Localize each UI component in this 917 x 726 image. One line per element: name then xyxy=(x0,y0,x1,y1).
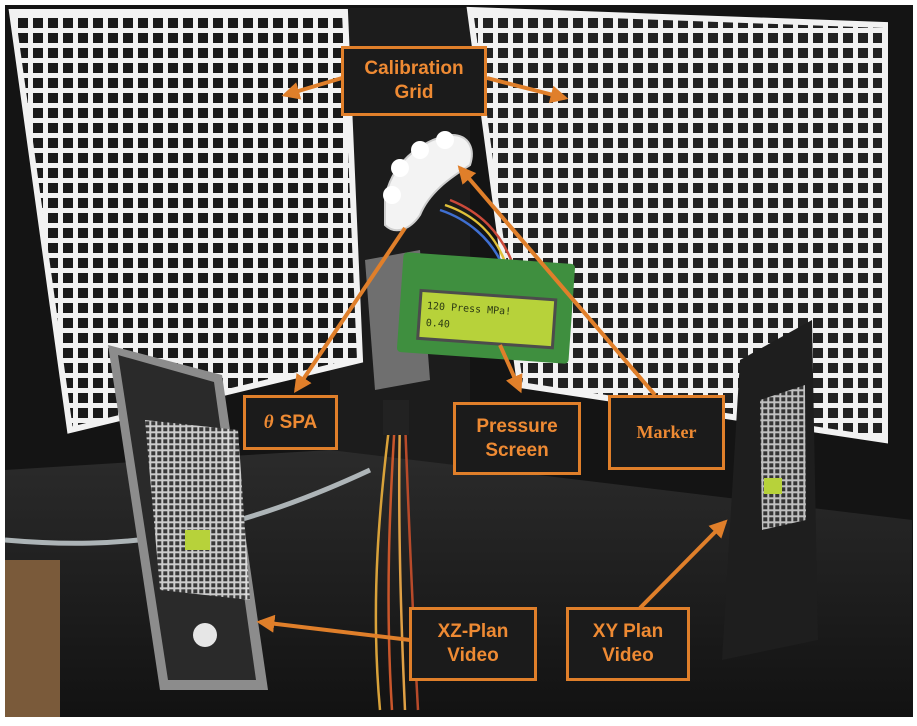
pressure-screen-line1: Pressure xyxy=(476,415,558,437)
calibration-grid-label-line1: Calibration xyxy=(364,58,464,80)
pressure-screen-line2: Screen xyxy=(485,439,549,461)
lcd-line-2: 0.40 xyxy=(425,318,450,331)
marker-text: Marker xyxy=(636,422,697,443)
xy-plan-video-line1: XY Plan xyxy=(592,621,664,643)
xz-plan-video-label: XZ-Plan Video xyxy=(409,607,537,681)
pressure-screen-label: Pressure Screen xyxy=(453,402,581,475)
xy-plan-video-label: XY Plan Video xyxy=(566,607,690,681)
marker-label: Marker xyxy=(608,395,725,470)
annotation-arrows xyxy=(256,76,728,642)
xy-plan-video-line2: Video xyxy=(602,645,654,666)
wood-table xyxy=(5,560,60,717)
xz-plan-video-line2: Video xyxy=(447,645,499,666)
phone-right-grid xyxy=(760,385,806,530)
theta-spa-label: θ SPA xyxy=(243,395,338,450)
phone-left-grid xyxy=(145,420,250,600)
calibration-grid-right xyxy=(466,6,888,444)
theta-spa-text: SPA xyxy=(279,411,318,433)
calibration-grid-label: Calibration Grid xyxy=(341,46,487,116)
xz-plan-video-line1: XZ-Plan xyxy=(437,621,509,643)
theta-symbol: θ xyxy=(263,411,274,433)
calibration-grid-label-line2: Grid xyxy=(394,82,434,103)
calibration-grid-left xyxy=(8,9,364,434)
connector xyxy=(383,400,409,435)
lcd-screen xyxy=(416,288,558,350)
